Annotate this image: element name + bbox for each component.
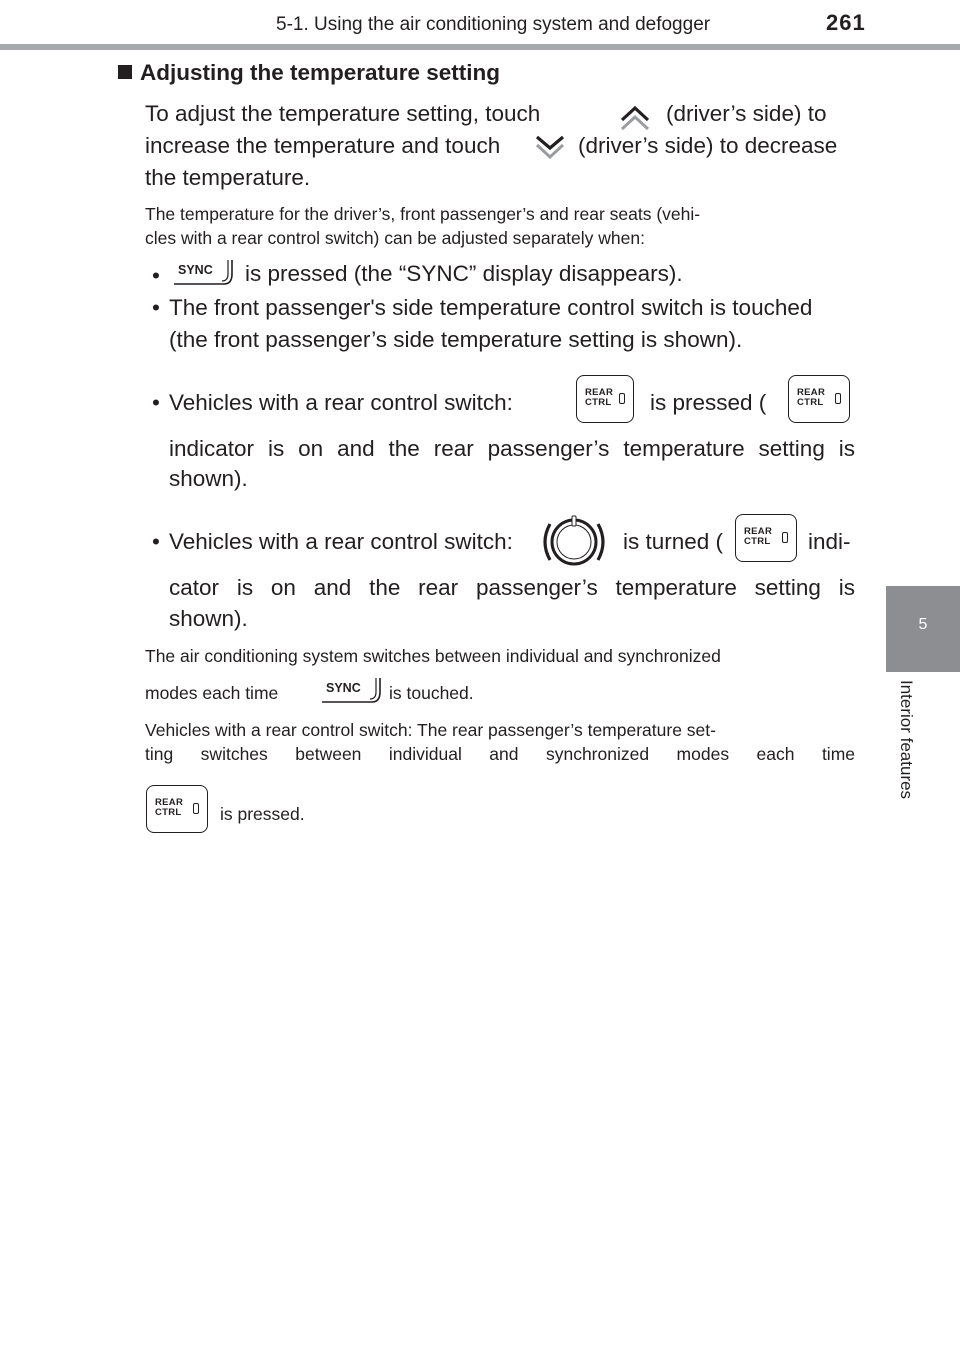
chevron-up-icon bbox=[620, 105, 650, 131]
rear-note-line-2: ting switches between individual and syn… bbox=[145, 744, 855, 764]
bullet-2-dot: • bbox=[152, 295, 160, 320]
chapter-tab: 5 bbox=[886, 586, 960, 672]
header-rule bbox=[0, 44, 960, 50]
intro-line-1a: To adjust the temperature setting, touch bbox=[145, 101, 541, 126]
bullet-4-dot: • bbox=[152, 529, 160, 554]
bullet-2-line-2: (the front passenger’s side temperature … bbox=[169, 327, 743, 352]
bullet-3-line-3: shown). bbox=[169, 466, 248, 491]
rear-ctrl-indicator-icon bbox=[835, 393, 841, 404]
note-line-2: cles with a rear control switch) can be … bbox=[145, 228, 645, 248]
intro-line-3: the temperature. bbox=[145, 165, 311, 190]
sync-button-icon: SYNC bbox=[322, 678, 381, 703]
bullet-3-dot: • bbox=[152, 390, 160, 415]
bullet-1-text: is pressed (the “SYNC” display disappear… bbox=[245, 261, 683, 286]
heading-square-icon bbox=[118, 65, 132, 79]
bullet-4-line-1b: is turned ( bbox=[623, 529, 724, 554]
bullet-3-line-1a: Vehicles with a rear control switch: bbox=[169, 390, 513, 415]
section-heading: Adjusting the temperature setting bbox=[118, 60, 500, 86]
chapter-number: 5 bbox=[918, 616, 928, 633]
bullet-1-dot: • bbox=[152, 263, 160, 288]
sync-note-line-2a: modes each time bbox=[145, 683, 279, 703]
bullet-4-line-1a: Vehicles with a rear control switch: bbox=[169, 529, 513, 554]
rear-note-line-1: Vehicles with a rear control switch: The… bbox=[145, 720, 716, 740]
intro-line-1b: (driver’s side) to bbox=[666, 101, 827, 126]
sync-icon-label: SYNC bbox=[178, 263, 213, 277]
bullet-4-line-1c: indi- bbox=[808, 529, 851, 554]
sync-icon-label: SYNC bbox=[326, 681, 361, 695]
bullet-3-line-1b: is pressed ( bbox=[650, 390, 767, 415]
intro-line-2b: (driver’s side) to decrease bbox=[578, 133, 838, 158]
intro-line-2a: increase the temperature and touch bbox=[145, 133, 501, 158]
page-number: 261 bbox=[826, 10, 866, 35]
bullet-4-line-2: cator is on and the rear passenger’s tem… bbox=[169, 575, 855, 600]
chapter-label: Interior features bbox=[897, 680, 916, 800]
rear-ctrl-indicator-icon bbox=[193, 803, 199, 814]
rear-dial-icon bbox=[543, 515, 605, 566]
sync-note-line-2b: is touched. bbox=[389, 683, 474, 703]
rear-note-line-3: is pressed. bbox=[220, 804, 305, 824]
sync-note-line-1: The air conditioning system switches bet… bbox=[145, 646, 721, 666]
section-title: 5-1. Using the air conditioning system a… bbox=[276, 14, 711, 35]
rear-ctrl-indicator-icon bbox=[619, 393, 625, 404]
bullet-4-line-3: shown). bbox=[169, 606, 248, 631]
chevron-down-icon bbox=[535, 135, 565, 160]
sync-button-icon: SYNC bbox=[174, 260, 233, 285]
rear-ctrl-indicator-icon bbox=[782, 532, 788, 543]
bullet-3-line-2: indicator is on and the rear passenger’s… bbox=[169, 436, 855, 461]
bullet-2-line-1: The front passenger's side temperature c… bbox=[169, 295, 813, 320]
note-line-1: The temperature for the driver’s, front … bbox=[145, 204, 701, 224]
